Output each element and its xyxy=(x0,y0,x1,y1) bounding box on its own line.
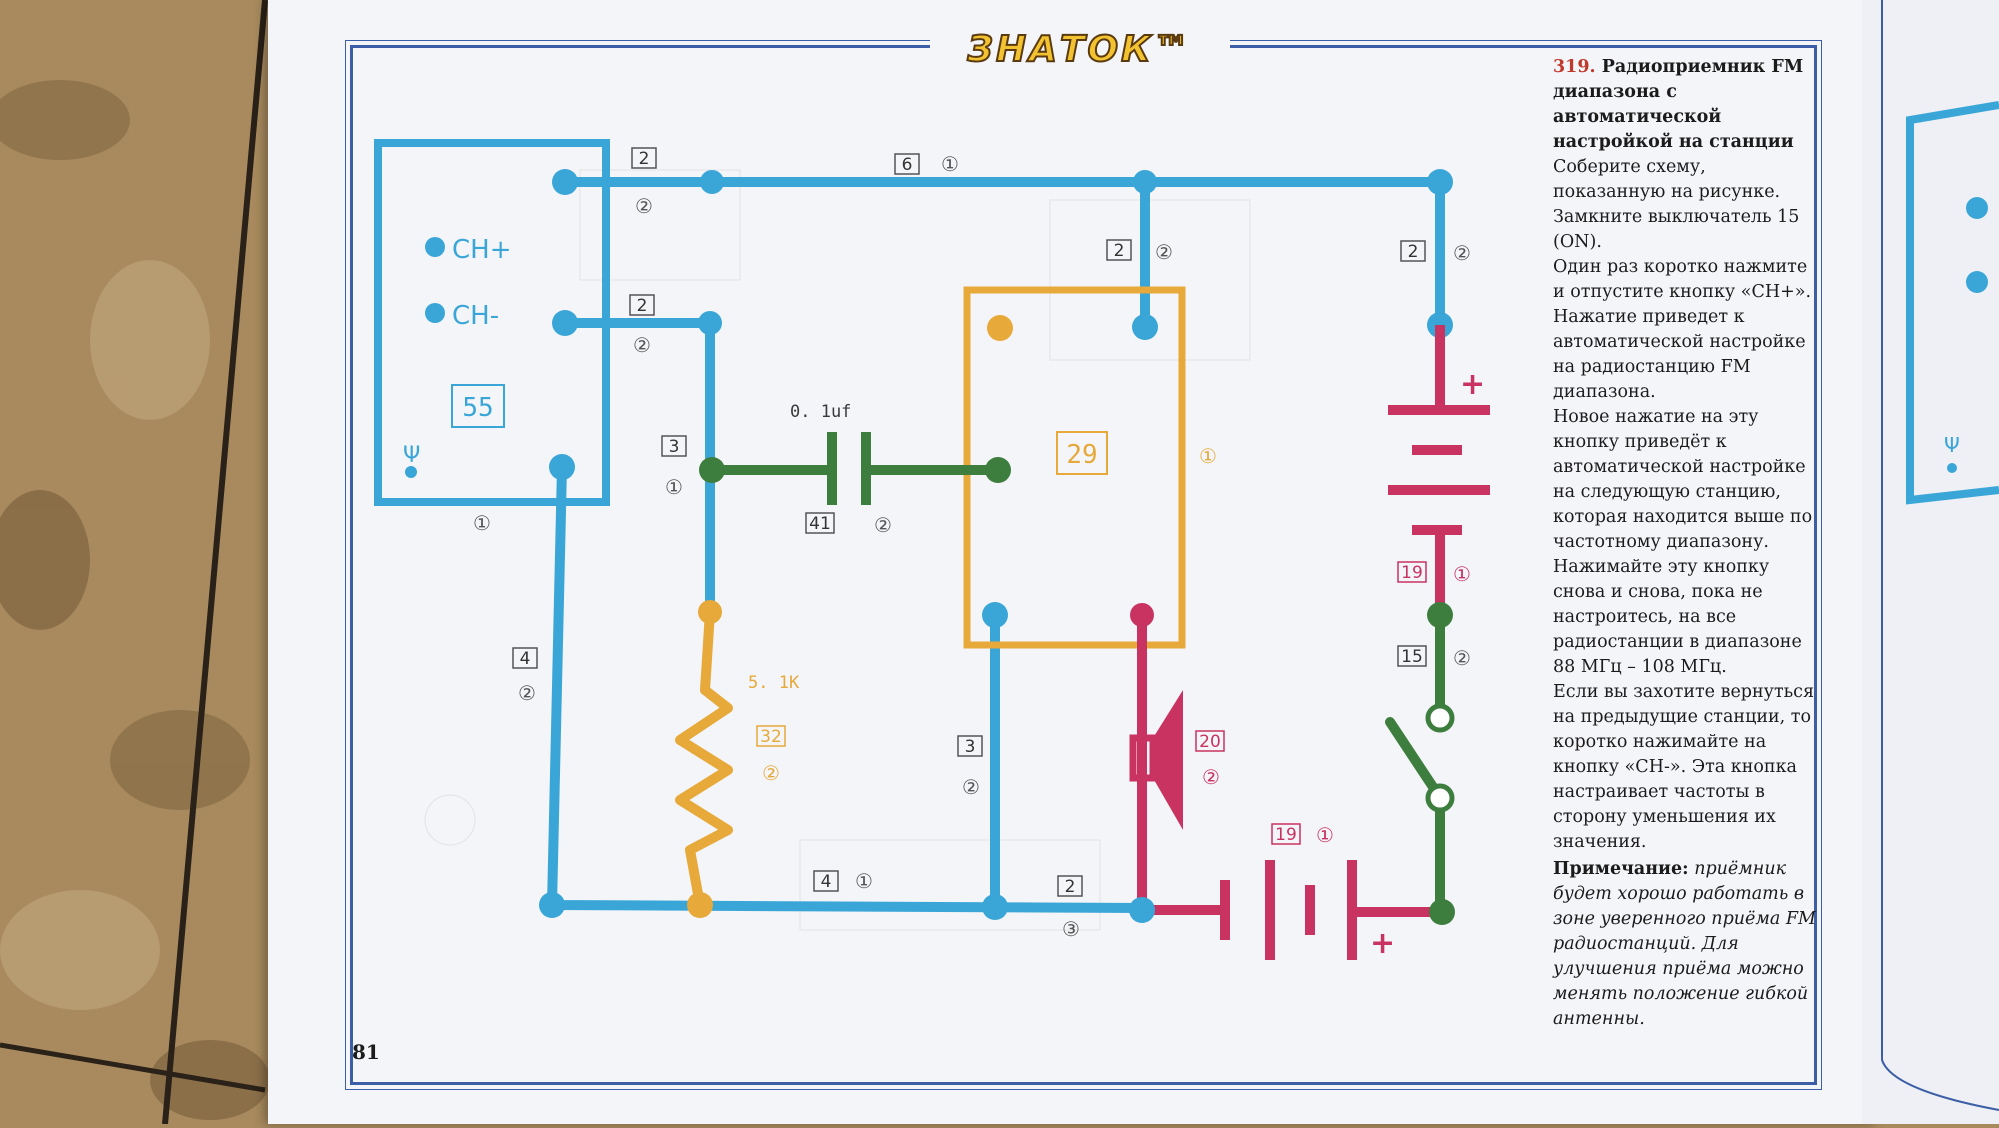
note-text: приёмник будет хорошо работать в зоне ув… xyxy=(1553,859,1816,1029)
module-number: 55 xyxy=(462,393,493,423)
instruction-step-3: Один раз коротко нажмите и отпустите кно… xyxy=(1553,257,1812,402)
resistor-32 xyxy=(675,611,733,906)
project-number: 319. xyxy=(1553,57,1596,77)
znatok-logo: ЗНАТОК™ xyxy=(966,28,1193,71)
label-c1-c: ① xyxy=(473,511,491,535)
label-6: 6 xyxy=(902,155,913,175)
ch-minus-label: CH- xyxy=(452,301,499,331)
label-19-bottom: 19 xyxy=(1275,825,1297,845)
label-c2-c: ② xyxy=(1453,241,1471,265)
resistor-node-top xyxy=(698,600,722,624)
speaker-cone-icon xyxy=(1153,690,1183,830)
label-2-b: 2 xyxy=(1114,241,1125,261)
faded-background-print xyxy=(424,169,1251,931)
label-15: 15 xyxy=(1401,647,1423,667)
capacitor-node-right xyxy=(985,457,1011,483)
instruction-title: 319. Радиоприемник FM диапазона с автома… xyxy=(1553,55,1818,155)
switch-contact-bottom xyxy=(1425,783,1455,813)
label-c1-ic: ① xyxy=(1199,444,1217,468)
battery-plus-sign-right: + xyxy=(1460,367,1485,402)
note-label: Примечание: xyxy=(1553,859,1689,879)
label-4-a: 4 xyxy=(520,649,531,669)
label-c1-d: ① xyxy=(855,869,873,893)
instruction-step-4: Новое нажатие на эту кнопку приведёт к а… xyxy=(1553,407,1813,677)
label-41: 41 xyxy=(809,514,831,534)
label-3-a: 3 xyxy=(669,437,680,457)
label-c2-res: ② xyxy=(762,761,780,785)
instruction-step-5: Если вы захотите вернуться на предыдущие… xyxy=(1553,682,1815,852)
label-2-e: 2 xyxy=(1065,877,1076,897)
switch-node-top xyxy=(1427,602,1453,628)
capacitor-value: 0. 1uf xyxy=(790,402,851,422)
label-20: 20 xyxy=(1199,732,1221,752)
label-c2-spk: ② xyxy=(1202,765,1220,789)
capacitor-node-left xyxy=(699,457,725,483)
svg-text:Ψ: Ψ xyxy=(1944,433,1960,457)
label-2-d: 2 xyxy=(637,296,648,316)
battery-plus-sign-bottom: + xyxy=(1370,926,1395,961)
label-32: 32 xyxy=(760,727,782,747)
label-c2-e: ② xyxy=(874,513,892,537)
label-c2-g: ② xyxy=(962,775,980,799)
resistor-value: 5. 1K xyxy=(748,673,800,693)
label-c1-bat-right: ① xyxy=(1453,562,1471,586)
component-labels: 2 ② 6 ① 2 ② 2 ② 2 ② 3 ① ① 41 ② ① 4 ② 32 … xyxy=(473,147,1471,941)
label-2-a: 2 xyxy=(639,149,650,169)
switch-node-bottom xyxy=(1429,899,1455,925)
label-c1-b: ① xyxy=(665,475,683,499)
ch-plus-terminal xyxy=(425,237,445,257)
antenna-icon: Ψ xyxy=(403,443,420,468)
header-logo-area: ЗНАТОК™ xyxy=(930,28,1230,72)
label-c2-b: ② xyxy=(1155,240,1173,264)
instruction-step-2: Замкните выключатель 15 (ON). xyxy=(1553,207,1800,252)
ch-plus-label: CH+ xyxy=(452,235,512,265)
label-c2-a: ② xyxy=(635,194,653,218)
speaker-20 xyxy=(1137,615,1225,915)
instruction-step-1: Соберите схему, показанную на рисунке. xyxy=(1553,157,1781,202)
ic-number: 29 xyxy=(1066,440,1097,470)
instruction-note: Примечание: приёмник будет хорошо работа… xyxy=(1553,857,1818,1032)
switch-contact-top xyxy=(1425,703,1455,733)
module-number-box xyxy=(451,384,505,428)
ic-number-box xyxy=(1056,431,1108,475)
booklet-page xyxy=(268,0,1878,1124)
label-c2-d: ② xyxy=(633,333,651,357)
label-3-b: 3 xyxy=(965,737,976,757)
antenna-terminal xyxy=(405,466,417,478)
label-c1-bat: ① xyxy=(1316,823,1334,847)
speaker-node-bottom xyxy=(1129,897,1155,923)
battery-19-bottom xyxy=(1220,860,1440,960)
adjacent-page-fragment: Ψ xyxy=(1881,0,1999,1111)
battery-19-right xyxy=(1388,325,1490,615)
label-19-right: 19 xyxy=(1401,563,1423,583)
speaker-node-top xyxy=(1130,603,1154,627)
label-c2-sw: ② xyxy=(1453,646,1471,670)
label-2-c: 2 xyxy=(1408,242,1419,262)
label-4-b: 4 xyxy=(821,872,832,892)
switch-15 xyxy=(1385,610,1445,917)
instructions-text: 319. Радиоприемник FM диапазона с автома… xyxy=(1553,55,1818,1032)
label-c3: ③ xyxy=(1062,917,1080,941)
label-c2-f: ② xyxy=(518,681,536,705)
ch-minus-terminal xyxy=(425,303,445,323)
resistor-node-bottom xyxy=(687,892,713,918)
project-title: Радиоприемник FM диапазона с автоматичес… xyxy=(1553,57,1804,152)
capacitor-41 xyxy=(712,432,998,505)
label-c1-a: ① xyxy=(941,152,959,176)
ic-pin1-dot xyxy=(987,315,1013,341)
adjacent-page: Ψ xyxy=(1862,0,1999,1124)
page-number: 81 xyxy=(352,1040,380,1064)
blue-nodes xyxy=(539,169,1453,920)
